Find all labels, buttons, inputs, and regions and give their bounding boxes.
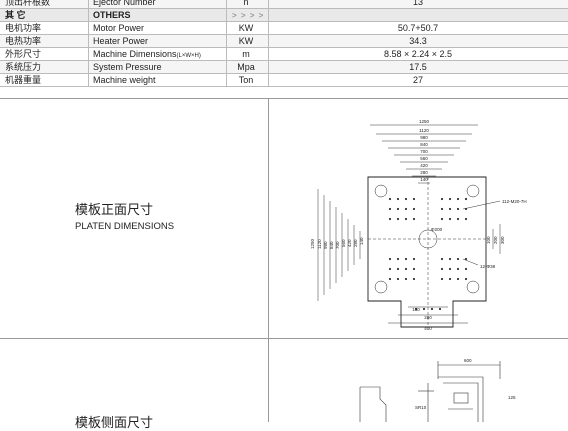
table-row: 系统压力 System Pressure Mpa 17.5 xyxy=(0,61,568,74)
row-value: 17.5 xyxy=(409,62,427,72)
dim-label: 400 xyxy=(424,326,432,331)
dim-label: 140 xyxy=(359,237,364,245)
table-row: 电热功率 Heater Power KW 34.3 xyxy=(0,35,568,48)
side-section: 模板侧面尺寸 600 SR10 125 xyxy=(0,338,568,430)
dim-label: 125 xyxy=(508,395,516,400)
dim-label: 130 xyxy=(412,307,420,312)
row-label-en: Machine Dimensions(L×W×H) xyxy=(93,49,201,59)
table-row: 顶出杆根数 Ejector Number n 13 xyxy=(0,0,568,9)
row-value: 50.7+50.7 xyxy=(397,23,439,33)
dim-label: 280 xyxy=(353,239,358,247)
dim-label: 560 xyxy=(341,239,346,247)
dim-label: 700 xyxy=(420,149,428,154)
platen-section: 模板正面尺寸 PLATEN DIMENSIONS xyxy=(0,98,568,339)
side-drawing: 600 SR10 125 xyxy=(359,358,516,422)
dim-label: 280 xyxy=(420,170,428,175)
dim-label: 1250 xyxy=(419,119,430,124)
dim-label: 100 xyxy=(486,236,491,244)
row-unit: Mpa xyxy=(237,62,255,72)
dim-label: 1120 xyxy=(419,128,429,133)
platen-drawing: 1250 1120 980 840 700 560 420 280 140 13… xyxy=(310,119,527,331)
dim-label: SR10 xyxy=(415,405,427,410)
row-label-zh: 电机功率 xyxy=(5,23,42,33)
row-label-zh: 外形尺寸 xyxy=(5,49,42,59)
row-label-zh: 电热功率 xyxy=(5,36,42,46)
row-value: 34.3 xyxy=(409,36,427,46)
dim-label: 420 xyxy=(347,239,352,247)
row-value: 8.58 × 2.24 × 2.5 xyxy=(383,49,453,59)
dim-label: 112-M20-7H xyxy=(502,199,527,204)
column-divider xyxy=(268,339,269,422)
column-divider xyxy=(88,0,89,87)
dim-label: 980 xyxy=(420,135,428,140)
row-unit: KW xyxy=(238,23,254,33)
dim-label: 140 xyxy=(420,177,428,182)
table-row: 外形尺寸 Machine Dimensions(L×W×H) m 8.58 × … xyxy=(0,48,568,61)
column-divider xyxy=(268,0,269,87)
row-value: 13 xyxy=(412,0,423,7)
dim-label: Φ200 xyxy=(431,227,443,232)
column-divider xyxy=(268,99,269,339)
table-row: 电机功率 Motor Power KW 50.7+50.7 xyxy=(0,22,568,35)
row-label-zh: 机器重量 xyxy=(5,75,42,85)
table-row: 机器重量 Machine weight Ton 27 xyxy=(0,74,568,87)
dim-label: 300 xyxy=(500,236,505,244)
row-label-en: Ejector Number xyxy=(93,0,156,7)
row-label-en: Motor Power xyxy=(93,23,145,33)
platen-title-en: PLATEN DIMENSIONS xyxy=(75,221,175,232)
side-title-zh: 模板侧面尺寸 xyxy=(75,415,154,430)
row-unit: KW xyxy=(238,36,254,46)
row-label-en: Heater Power xyxy=(93,36,149,46)
chevron-right-icon: > > > > xyxy=(232,11,265,20)
row-label-en: Machine weight xyxy=(93,75,156,85)
row-value: 27 xyxy=(412,75,423,85)
row-label-zh: 其 它 xyxy=(5,10,26,20)
column-divider xyxy=(226,0,227,87)
dim-label: 840 xyxy=(329,241,334,249)
dim-label: 280 xyxy=(424,315,432,320)
platen-title-zh: 模板正面尺寸 xyxy=(75,202,154,217)
dim-label: 420 xyxy=(420,163,428,168)
row-label-zh: 顶出杆根数 xyxy=(5,0,51,7)
row-label-en: System Pressure xyxy=(93,62,162,72)
row-label-en: OTHERS xyxy=(93,10,131,20)
dim-label: 200 xyxy=(493,236,498,244)
dim-label: 700 xyxy=(335,241,340,249)
row-unit: m xyxy=(242,49,250,59)
row-unit: n xyxy=(243,0,249,7)
dim-label: 12-Φ38 xyxy=(480,264,496,269)
dim-label: 1120 xyxy=(317,239,322,249)
dim-label: 840 xyxy=(420,142,428,147)
dim-label: 560 xyxy=(420,156,428,161)
dim-label: 600 xyxy=(464,358,472,363)
row-label-zh: 系统压力 xyxy=(5,62,42,72)
section-header-row: 其 它 OTHERS > > > > xyxy=(0,9,568,22)
row-unit: Ton xyxy=(238,75,254,85)
dim-label: 980 xyxy=(323,241,328,249)
dim-label: 1250 xyxy=(310,238,315,249)
